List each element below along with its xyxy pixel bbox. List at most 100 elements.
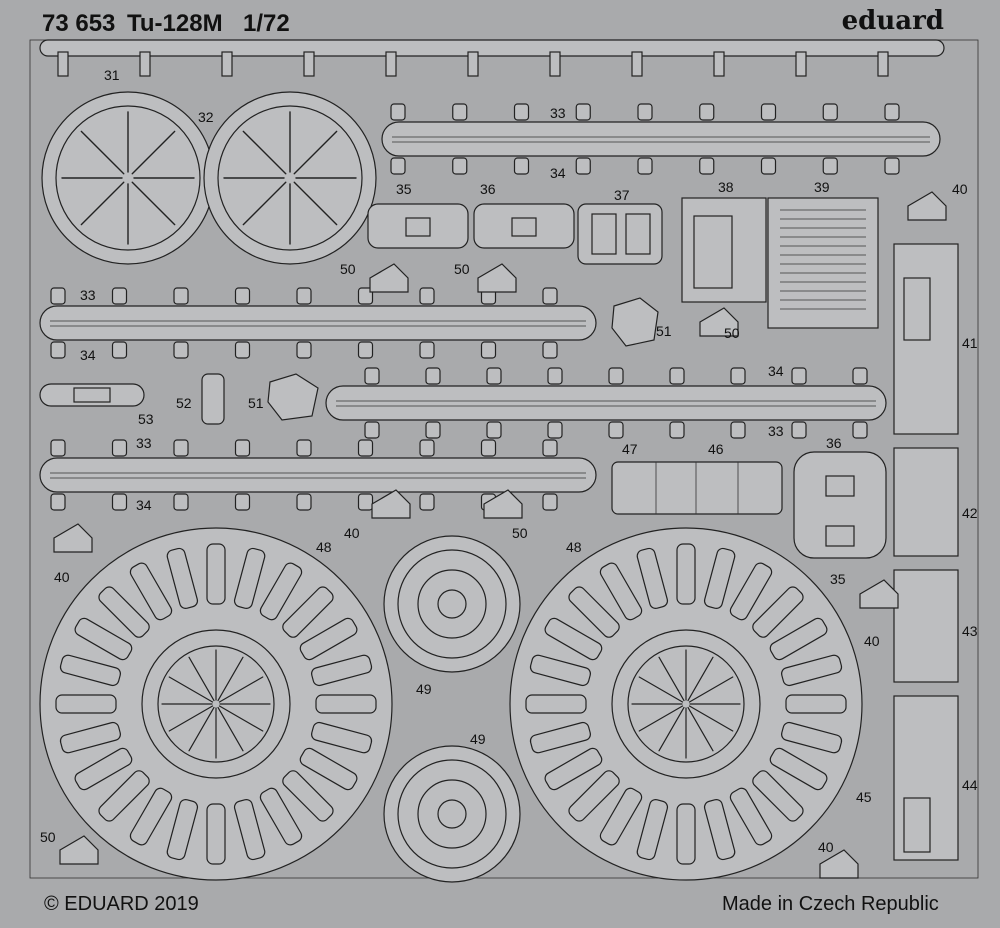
wheel-spoke [168,705,214,732]
strip-tooth [419,287,435,305]
wheel-petal [599,787,643,846]
strip-tooth [364,367,380,385]
label-40-center: 40 [344,525,360,541]
small-tab-part [483,489,523,519]
part-35-bracket [367,203,469,249]
strip-tooth [50,493,66,511]
wheel-spoke [658,656,685,702]
label-42: 42 [962,505,978,521]
wheel-petal [259,787,303,846]
wheel-spoke [188,706,215,752]
label-45: 45 [856,789,872,805]
strip-tooth [234,439,251,457]
part-41-panel [893,243,959,435]
label-50-right: 50 [454,261,470,277]
wheel-petal [299,617,358,661]
strip-tooth [390,103,406,121]
part-48-wheel-right [509,527,863,881]
strip-tooth [669,367,685,385]
wheel-spoke [658,706,685,752]
wheel-spoke [688,676,734,703]
strip-tooth [390,157,406,175]
label-36-top: 36 [480,181,496,197]
wheel-petal [676,803,696,865]
label-50-left: 50 [340,261,356,277]
wheel-spoke [168,676,214,703]
small-tab-part [371,489,411,519]
strip-tooth [822,103,838,121]
strip-31-tab [221,51,233,77]
wheel-petal [752,770,804,822]
wheel-petal [729,787,773,846]
copyright-notice: © EDUARD 2019 [44,893,199,915]
wheel-spoke [217,706,244,752]
label-50-bottom-left: 50 [40,829,56,845]
strip-tooth [608,421,624,439]
label-43: 43 [962,623,978,639]
wheel-petal [311,654,373,687]
label-36-lower: 36 [826,435,842,451]
part-46-47-strip [611,461,783,515]
kit-number: 73 653 [42,10,116,37]
strip-tooth [513,103,530,121]
strip-tooth [111,493,128,511]
strip-tooth [50,439,66,457]
wheel-petal [74,747,133,791]
label-34-top: 34 [550,165,566,181]
wheel-petal [769,747,828,791]
wheel-petal [98,586,150,638]
wheel-petal [703,799,736,861]
wheel-petal [525,694,587,714]
wheel-spoke [687,706,714,752]
label-38: 38 [718,179,734,195]
label-49-top: 49 [416,681,432,697]
part-52-clip [201,373,225,425]
wheel-petal [233,799,266,861]
strip-tooth [575,157,591,175]
strip-tooth [173,493,189,511]
wheel-spoke [638,676,684,703]
wheel-spoke [687,656,714,702]
wheel-spoke [293,181,338,226]
part-33-34-strip-top [381,103,941,175]
strip-31-tab [795,51,807,77]
kit-scale: 1/72 [243,10,290,37]
strip-tooth [357,439,374,457]
strip-tooth [637,157,653,175]
wheel-petal [259,562,303,621]
wheel-petal [166,799,199,861]
part-48-wheel-left [39,527,393,881]
label-34-mid: 34 [80,347,96,363]
wheel-petal [703,547,736,609]
part-49-hub-top [383,535,521,673]
wheel-petal [729,562,773,621]
label-39: 39 [814,179,830,195]
strip-tooth [173,287,189,305]
wheel-spoke [688,705,734,732]
strip-tooth [296,493,312,511]
wheel-petal [55,694,117,714]
wheel-petal [98,770,150,822]
strip-tooth [884,103,900,121]
strip-tooth [669,421,685,439]
label-47: 47 [622,441,638,457]
label-51-right: 51 [656,323,672,339]
strip-tooth [730,421,746,439]
label-46: 46 [708,441,724,457]
strip-tooth [173,439,189,457]
strip-tooth [111,439,128,457]
label-34-lower: 34 [136,497,152,513]
label-50-center: 50 [512,525,528,541]
label-34-right: 34 [768,363,784,379]
part-32-wheel-left [41,91,215,265]
wheel-petal [544,747,603,791]
wheel-petal [676,543,696,605]
strip-tooth [357,287,374,305]
wheel-spoke [218,705,264,732]
strip-31-tab [303,51,315,77]
strip-tooth [791,421,807,439]
label-40-bottom-right: 40 [818,839,834,855]
part-51-right [611,297,659,347]
label-33-top: 33 [550,105,566,121]
